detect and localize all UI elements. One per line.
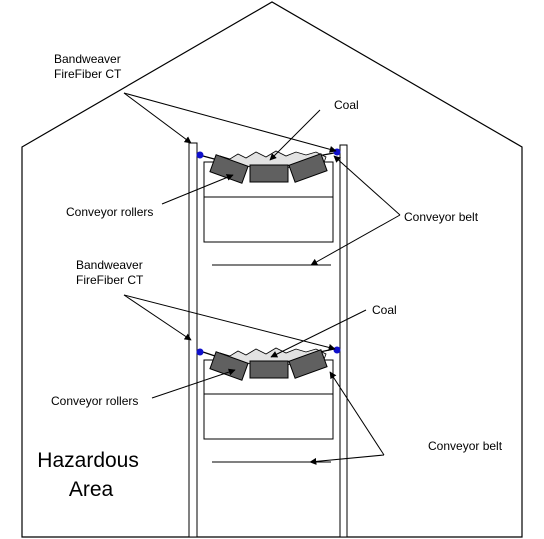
label-belt-lower: Conveyor belt	[428, 439, 503, 453]
label-coal-lower: Coal	[372, 303, 397, 317]
label-ct-lower: Bandweaver FireFiber CT	[76, 258, 146, 287]
lower-rollers	[209, 349, 328, 381]
upper-arrows	[123, 92, 401, 266]
label-rollers-lower: Conveyor rollers	[51, 394, 138, 408]
label-ct-lower-line2: FireFiber CT	[76, 273, 144, 287]
label-ct-upper-line2: FireFiber CT	[54, 67, 122, 81]
label-ct-lower-line1: Bandweaver	[76, 258, 143, 272]
conveyor-roller	[288, 153, 328, 183]
fire-sensor-cable	[196, 151, 204, 159]
label-belt-upper: Conveyor belt	[404, 210, 479, 224]
label-coal-upper: Coal	[334, 98, 359, 112]
conveyor-roller	[209, 351, 249, 381]
right-post	[339, 144, 348, 538]
arrow-rollers	[151, 368, 236, 399]
label-hazardous-line2: Area	[69, 478, 114, 501]
label-hazardous-area: Hazardous Area	[37, 449, 144, 501]
label-hazardous-line1: Hazardous	[37, 449, 139, 472]
label-ct-upper-line1: Bandweaver	[54, 52, 121, 66]
arrow-ct-left	[123, 294, 192, 341]
conveyor-roller	[249, 164, 289, 183]
conveyor-roller	[288, 349, 328, 379]
upper-conveyor	[196, 148, 341, 266]
arrow-belt-return	[310, 214, 401, 266]
arrow-rollers	[161, 174, 234, 205]
arrow-coal	[269, 109, 321, 161]
arrow-ct-left	[123, 92, 192, 144]
lower-arrows	[123, 294, 385, 465]
arrow-belt-return	[309, 454, 385, 465]
fire-sensor-cable	[196, 348, 204, 356]
fire-sensor-cable	[333, 346, 341, 354]
arrow-belt-upper	[333, 155, 401, 216]
arrow-ct-right	[123, 294, 336, 351]
arrow-coal	[270, 309, 367, 358]
lower-conveyor	[196, 346, 341, 463]
label-rollers-upper: Conveyor rollers	[66, 205, 153, 219]
label-ct-upper: Bandweaver FireFiber CT	[54, 52, 124, 81]
arrow-belt-upper	[329, 371, 385, 456]
conveyor-roller	[249, 360, 289, 379]
fire-sensor-cable	[333, 148, 341, 156]
arrow-ct-right	[123, 92, 337, 153]
building-outline	[21, 1, 523, 538]
